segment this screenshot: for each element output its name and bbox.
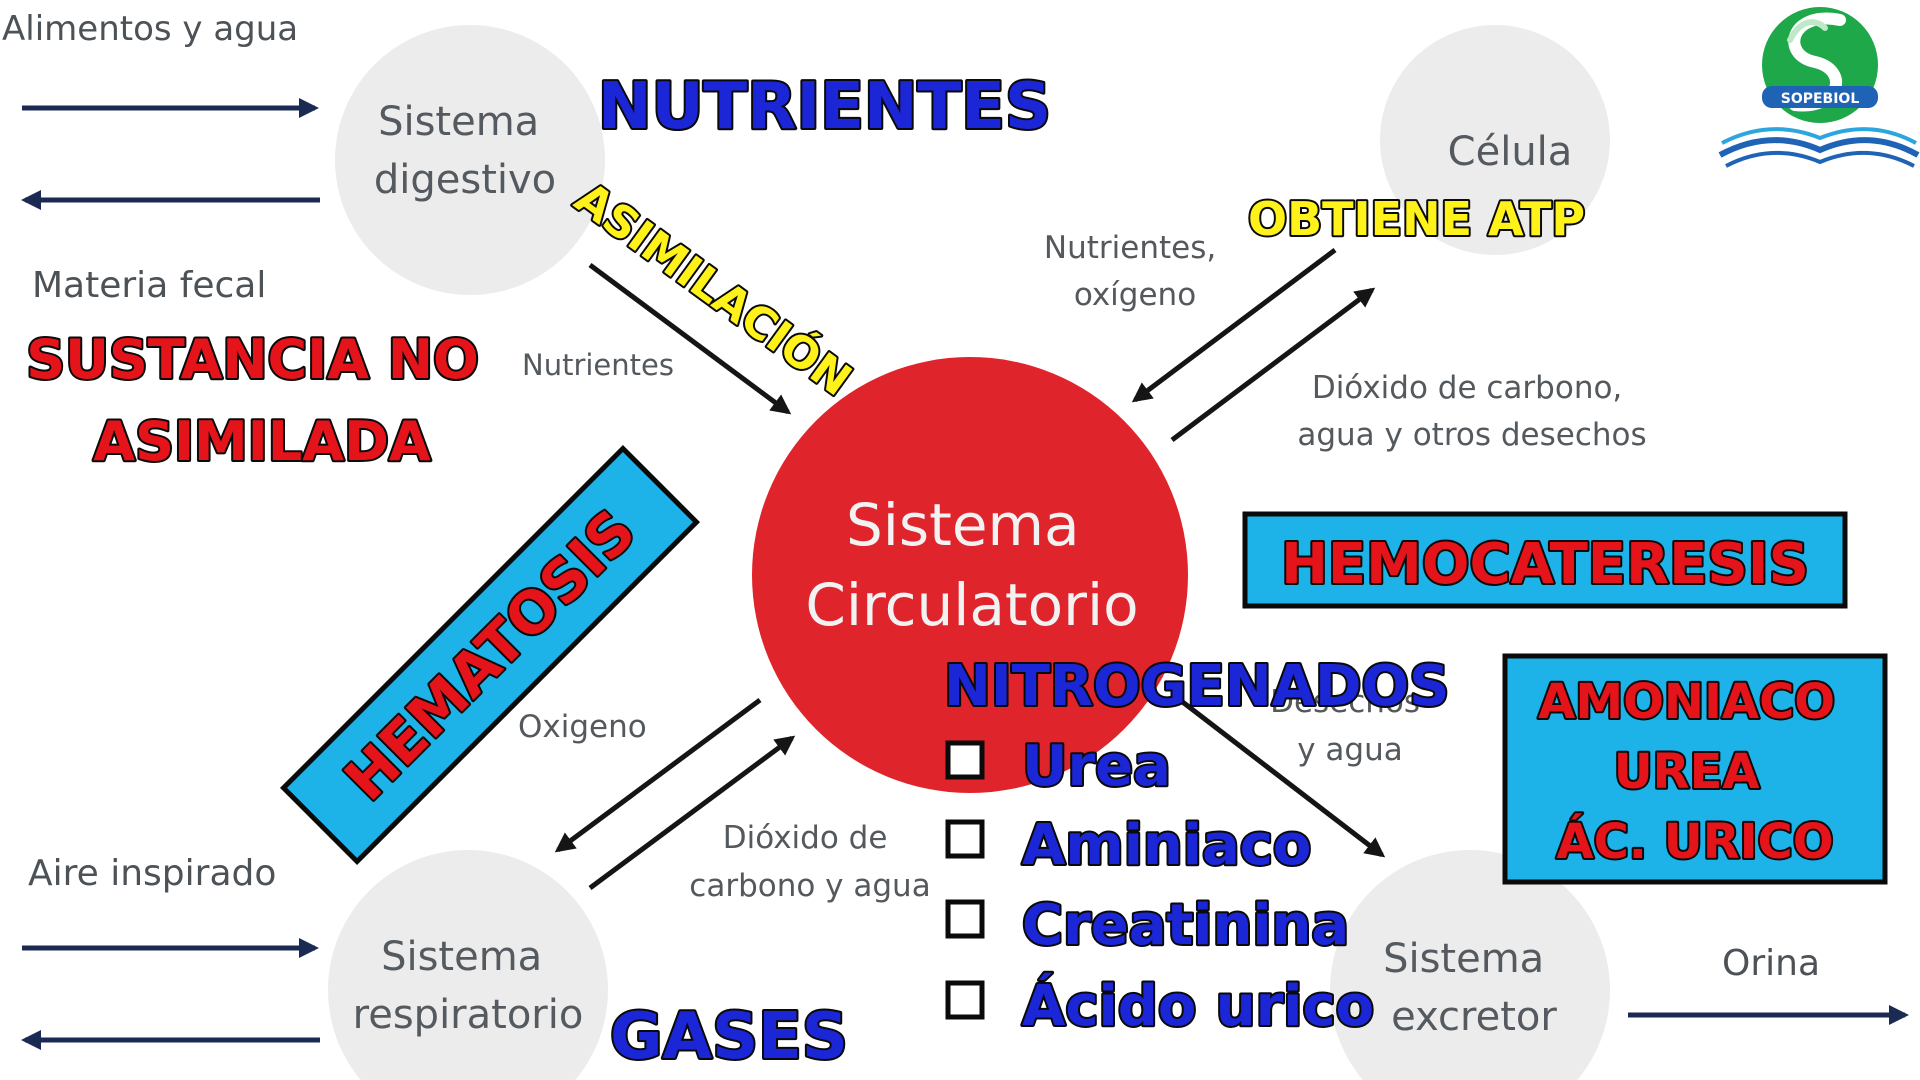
co2-water-label: Dióxido de carbono y agua: [689, 820, 930, 904]
obtiene-atp-annotation: OBTIENE ATP: [1248, 192, 1585, 246]
digestive-system-label: Sistema digestivo: [374, 99, 556, 203]
nutrientes-annotation: NUTRIENTES: [598, 70, 1051, 144]
waste-arrow: [1178, 698, 1386, 858]
respiratory-system-label: Sistema respiratorio: [353, 934, 584, 1038]
list-item: Aminiaco: [1022, 813, 1311, 878]
nutrients-arrow: [588, 262, 792, 415]
sustancia-no-asimilada-annotation: SUSTANCIA NO ASIMILADA: [26, 328, 497, 473]
gases-annotation: GASES: [610, 1000, 848, 1074]
hemocateresis-annotation: HEMOCATERESIS: [1281, 532, 1809, 597]
list-item: Urea: [1022, 734, 1171, 799]
nitrogenados-list: Urea Aminiaco Creatinina Ácido urico: [945, 732, 1376, 1041]
oxygen-arrow: [554, 697, 762, 853]
circulatory-system-node: [752, 357, 1188, 793]
inspired-air-label: Aire inspirado: [28, 853, 276, 894]
hematosis-box: HEMATOSIS: [279, 444, 701, 866]
co2-water-waste-label: Dióxido de carbono, agua y otros desecho…: [1297, 370, 1646, 453]
respiratory-system-node: [328, 850, 608, 1080]
checkbox-icon: [945, 819, 985, 859]
checkbox-icon: [945, 980, 985, 1020]
excretory-system-node: [1330, 850, 1610, 1080]
list-item: Creatinina: [1022, 893, 1349, 958]
blood-to-cell-arrow: [1170, 287, 1376, 442]
digestive-system-node: [335, 25, 605, 295]
oxygen-label: Oxigeno: [518, 709, 647, 745]
amoniaco-annotation: AMONIACO UREA ÁC. URICO: [1538, 674, 1852, 870]
cell-label: Célula: [1448, 129, 1573, 175]
checkbox-icon: [945, 899, 985, 939]
fecal-matter-label: Materia fecal: [32, 265, 266, 306]
nutrients-oxygen-label: Nutrientes, oxígeno: [1044, 230, 1226, 313]
checkbox-icon: [945, 740, 985, 780]
food-water-label: Alimentos y agua: [2, 9, 298, 49]
cell-node: [1380, 25, 1610, 255]
waste-water-label: Desechos y agua: [1270, 684, 1430, 768]
hemocateresis-box: HEMOCATERESIS: [1242, 511, 1848, 609]
sopebiol-logo: SOPEBIOL: [1718, 7, 1920, 168]
amoniaco-box: AMONIACO UREA ÁC. URICO: [1502, 653, 1888, 885]
excretory-system-label: Sistema excretor: [1383, 936, 1557, 1040]
nitrogenados-title: NITROGENADOS: [944, 654, 1449, 719]
urine-label: Orina: [1722, 943, 1820, 984]
circulatory-system-label: Sistema Circulatorio: [805, 491, 1138, 639]
nutrients-label: Nutrientes: [522, 348, 674, 382]
co2-arrow: [588, 735, 796, 891]
logo-text: SOPEBIOL: [1781, 91, 1860, 107]
cell-to-blood-arrow: [1131, 248, 1337, 403]
hematosis-annotation: HEMATOSIS: [332, 497, 649, 814]
list-item: Ácido urico: [1022, 974, 1374, 1039]
